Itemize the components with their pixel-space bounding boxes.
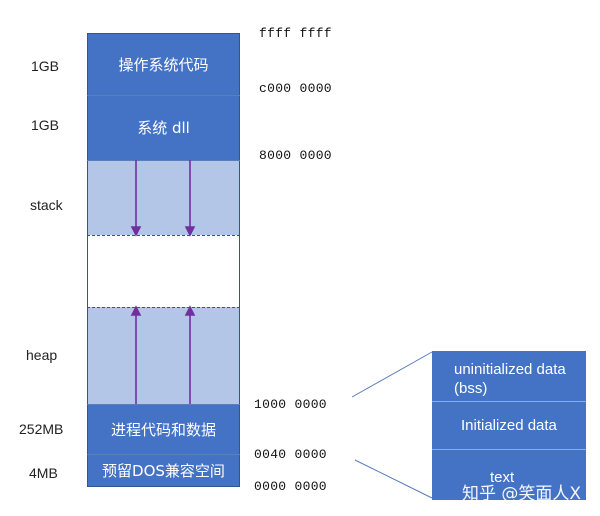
segment-bss: uninitialized data (bss) xyxy=(432,351,586,401)
heap-boundary-dashed xyxy=(87,307,240,308)
heap-arrow-right-head xyxy=(184,305,196,316)
block-system-dll: 系统 dll xyxy=(87,95,240,160)
size-label-dos: 4MB xyxy=(29,465,58,481)
block-dos-reserved: 预留DOS兼容空间 xyxy=(87,454,240,487)
block-os-code-label: 操作系统代码 xyxy=(118,55,209,74)
region-label-heap: heap xyxy=(26,347,58,363)
stack-arrow-left-head xyxy=(130,226,142,237)
block-dos-label: 预留DOS兼容空间 xyxy=(102,462,225,480)
segment-bss-label-line1: uninitialized data xyxy=(454,361,566,378)
size-label-dll: 1GB xyxy=(31,117,60,133)
block-process-code-data: 进程代码和数据 xyxy=(87,404,240,454)
divider xyxy=(87,454,240,455)
size-label-process: 252MB xyxy=(19,421,64,437)
divider xyxy=(432,449,586,450)
address-0000-0000: 0000 0000 xyxy=(254,479,327,494)
heap-arrow-left-head xyxy=(130,305,142,316)
zhihu-watermark: 知乎 @笑面人X xyxy=(462,484,582,504)
segment-initialized-data: Initialized data xyxy=(432,401,586,449)
segment-initialized-label: Initialized data xyxy=(461,416,557,434)
divider xyxy=(87,95,240,96)
size-label-os-code: 1GB xyxy=(31,58,60,74)
address-0040-0000: 0040 0000 xyxy=(254,447,327,462)
block-stack xyxy=(87,160,240,235)
block-os-code: 操作系统代码 xyxy=(87,33,240,95)
block-heap xyxy=(87,307,240,404)
address-ffff-ffff: ffff ffff xyxy=(259,26,332,41)
divider xyxy=(432,401,586,402)
stack-arrow-right-head xyxy=(184,226,196,237)
address-c000-0000: c000 0000 xyxy=(259,81,332,96)
segment-bss-label-line2: (bss) xyxy=(454,380,488,397)
connector-bottom xyxy=(354,459,433,499)
address-8000-0000: 8000 0000 xyxy=(259,148,332,163)
stack-boundary-dashed xyxy=(87,235,240,236)
block-free-space xyxy=(87,235,240,307)
block-system-dll-label: 系统 dll xyxy=(137,119,190,137)
divider xyxy=(87,160,240,161)
address-1000-0000: 1000 0000 xyxy=(254,397,327,412)
region-label-stack: stack xyxy=(30,197,63,213)
divider xyxy=(87,404,240,405)
connector-top xyxy=(351,351,433,398)
segment-text: text xyxy=(432,449,586,500)
segment-text-label: text xyxy=(490,469,515,486)
block-process-label: 进程代码和数据 xyxy=(110,420,216,439)
